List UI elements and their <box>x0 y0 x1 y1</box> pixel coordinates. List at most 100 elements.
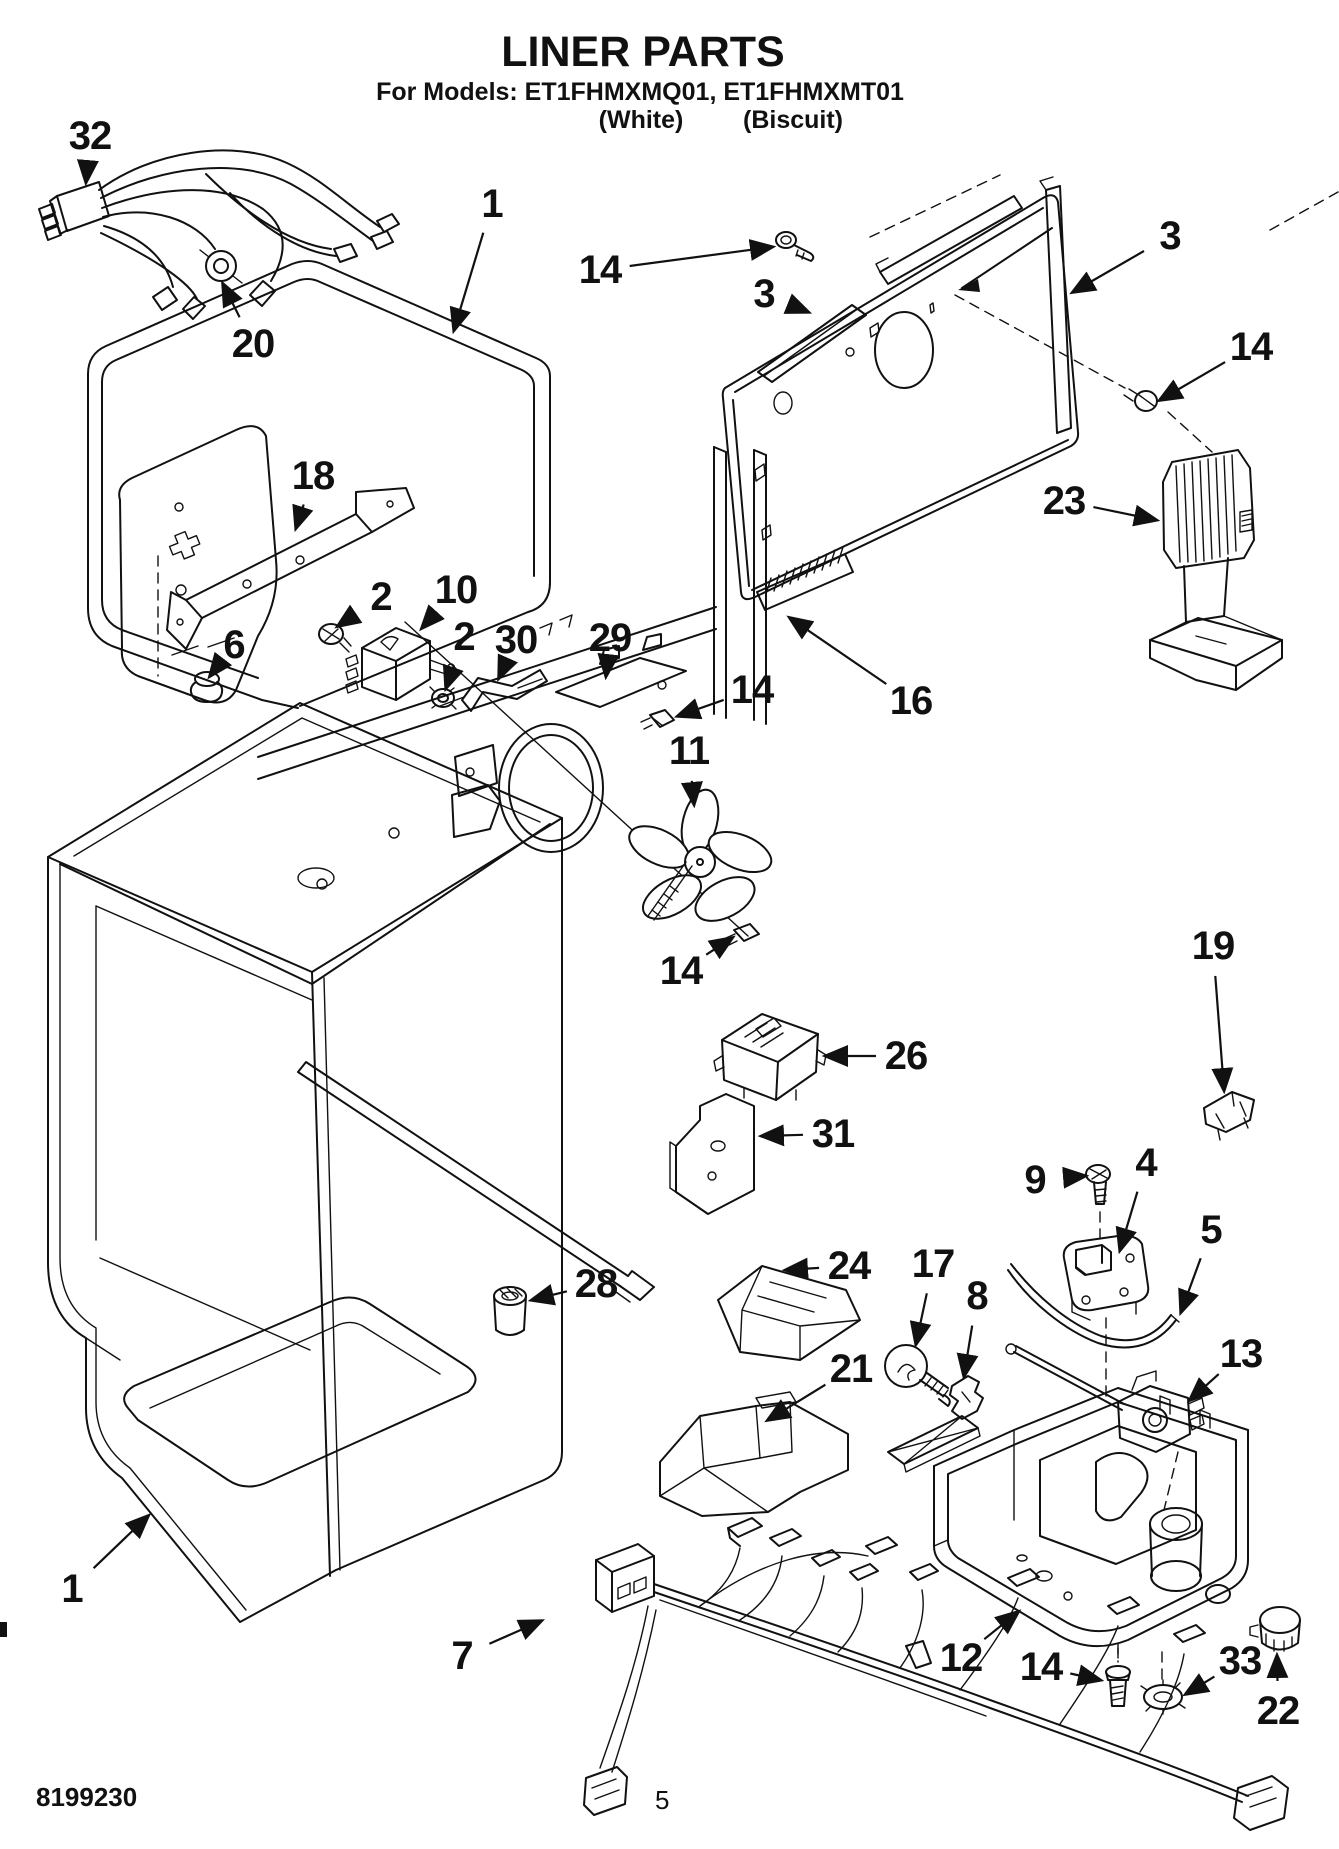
part-callout-24: 24 <box>827 1244 871 1288</box>
part-callout-11: 11 <box>668 729 710 773</box>
screw-14-bottom <box>1105 1643 1131 1707</box>
damper-10 <box>345 627 456 701</box>
leader-line-2 <box>334 604 363 629</box>
part-callout-28: 28 <box>574 1262 618 1306</box>
leader-line-8 <box>956 1325 979 1381</box>
leader-line-3 <box>1069 250 1145 295</box>
leader-line-16 <box>786 615 887 685</box>
leader-line-32 <box>76 159 99 187</box>
part-callout-7: 7 <box>451 1634 473 1678</box>
leader-line-4 <box>1115 1191 1139 1255</box>
leader-line-30 <box>497 653 518 683</box>
part-callout-8: 8 <box>966 1274 988 1318</box>
part-callout-33: 33 <box>1218 1639 1262 1683</box>
leader-line-6 <box>207 651 233 680</box>
scan-artifact-mark <box>0 1622 7 1637</box>
leader-line-1 <box>92 1512 152 1569</box>
part-callout-30: 30 <box>494 618 538 662</box>
part-callout-14: 14 <box>1229 325 1273 369</box>
part-callout-5: 5 <box>1200 1208 1222 1252</box>
part-callout-1: 1 <box>481 182 503 226</box>
part-callout-12: 12 <box>939 1636 983 1680</box>
leader-line-14 <box>1070 1664 1105 1687</box>
finish-note-white: (White) <box>598 106 684 134</box>
page-title: LINER PARTS <box>501 28 785 76</box>
leader-line-3 <box>783 293 813 314</box>
part-callout-2: 2 <box>453 615 475 659</box>
part-callout-3: 3 <box>753 272 775 316</box>
part-callout-2: 2 <box>370 575 392 619</box>
part-callout-26: 26 <box>884 1034 928 1078</box>
leader-line-12 <box>983 1609 1022 1641</box>
leader-line-33 <box>1182 1673 1215 1697</box>
part-callout-14: 14 <box>659 949 703 993</box>
leader-line-23 <box>1093 504 1161 527</box>
shelf-rail <box>297 1061 655 1303</box>
part-callout-19: 19 <box>1191 924 1235 968</box>
refrigerator-liner <box>47 702 563 1623</box>
document-number: 8199230 <box>36 1782 138 1812</box>
finish-note-biscuit: (Biscuit) <box>743 106 843 134</box>
air-tower-23 <box>1149 449 1283 691</box>
part-callout-31: 31 <box>811 1112 855 1156</box>
air-duct-26 <box>713 1013 827 1101</box>
part-callout-1: 1 <box>61 1567 83 1611</box>
screw-14-mid <box>640 709 675 730</box>
leader-line-11 <box>680 780 703 809</box>
wire-harness-upper <box>38 149 400 320</box>
part-callout-10: 10 <box>434 568 478 612</box>
part-callout-29: 29 <box>588 616 632 660</box>
wire-harness-lower <box>583 1517 1289 1831</box>
fan-shroud-ring <box>451 723 604 853</box>
part-callout-20: 20 <box>231 322 275 366</box>
leader-line-14 <box>673 698 725 720</box>
leader-line-13 <box>1186 1373 1220 1403</box>
part-callout-23: 23 <box>1042 479 1086 523</box>
support-bracket-18 <box>166 487 415 650</box>
part-callout-6: 6 <box>223 623 245 667</box>
leader-line-17 <box>909 1293 932 1349</box>
leader-line-2 <box>442 663 464 693</box>
knob-22 <box>1249 1606 1301 1652</box>
bracket-plate-31 <box>669 1093 755 1215</box>
partition-panel <box>171 446 767 937</box>
leader-line-7 <box>488 1619 546 1645</box>
nut-33 <box>1140 1679 1186 1715</box>
models-subtitle: For Models: ET1FHMXMQ01, ET1FHMXMT01 <box>376 78 904 106</box>
leader-line-22 <box>1266 1651 1289 1682</box>
leader-line-31 <box>757 1124 804 1147</box>
cover-plate <box>887 1415 981 1473</box>
part-callout-16: 16 <box>889 679 933 723</box>
plug-28 <box>493 1286 527 1336</box>
part-callout-14: 14 <box>578 248 622 292</box>
part-callout-18: 18 <box>291 454 335 498</box>
part-callout-14: 14 <box>1019 1645 1063 1689</box>
leader-line-24 <box>781 1257 820 1280</box>
capillary-tube-5 <box>1007 1263 1180 1349</box>
defrost-timer-4 <box>1062 1234 1150 1397</box>
gasket-frame-3 <box>875 176 1213 453</box>
leader-line-14 <box>705 935 736 960</box>
part-callout-13: 13 <box>1219 1332 1263 1376</box>
leader-line-5 <box>1178 1257 1202 1317</box>
part-callout-3: 3 <box>1159 214 1181 258</box>
leader-line-14 <box>629 239 777 268</box>
leader-line-28 <box>527 1284 568 1306</box>
leader-line-14 <box>1156 361 1226 403</box>
leader-line-19 <box>1211 975 1234 1095</box>
shield-24 <box>717 1265 861 1361</box>
rear-panel-16 <box>721 174 1339 611</box>
leader-line-20 <box>221 280 243 318</box>
page-number: 5 <box>655 1785 670 1815</box>
part-callout-17: 17 <box>911 1242 955 1286</box>
leader-line-1 <box>449 232 485 335</box>
part-callout-14: 14 <box>730 668 774 712</box>
part-callout-4: 4 <box>1135 1141 1157 1185</box>
freezer-liner <box>87 260 551 709</box>
screw-2a <box>318 623 352 653</box>
light-bulb-17 <box>884 1344 951 1407</box>
control-housing-12 <box>933 1387 1249 1687</box>
